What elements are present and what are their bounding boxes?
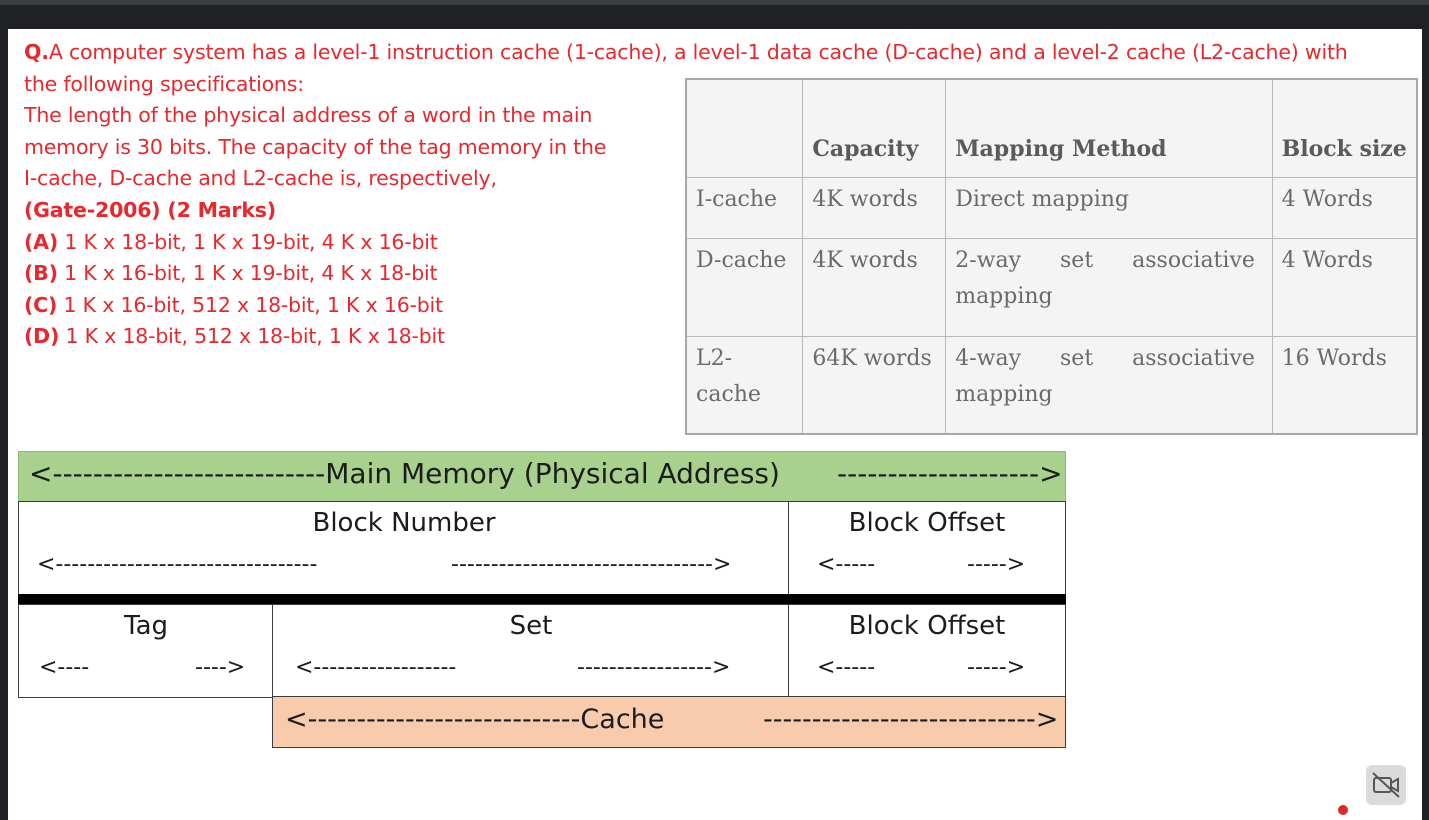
table-cell: 4K words xyxy=(802,176,947,239)
block-offset-field-1: Block Offset <----- -----> xyxy=(788,501,1066,595)
set-field: Set <------------------ ----------------… xyxy=(272,604,790,698)
question-line-2: the following specifications: xyxy=(24,71,304,96)
question-line-5: I-cache, D-cache and L2-cache is, respec… xyxy=(24,166,497,191)
table-header-cell: Mapping Method xyxy=(945,78,1273,178)
main-memory-banner: <---------------------------Main Memory … xyxy=(18,451,1066,503)
cache-label: <----------------------------Cache xyxy=(285,704,665,735)
record-dot-icon xyxy=(1338,805,1348,815)
table-cell: 4-way set associative mapping xyxy=(945,335,1273,435)
block-number-arrow-right: ---------------------------------> xyxy=(451,552,732,577)
table-cell: I-cache xyxy=(685,176,804,239)
block-offset-label: Block Offset xyxy=(848,508,1006,538)
camera-off-icon[interactable] xyxy=(1366,765,1406,805)
table-cell: 4 Words xyxy=(1271,237,1418,337)
question-line-1: Q.A computer system has a level-1 instru… xyxy=(24,40,1348,64)
question-line-3: The length of the physical address of a … xyxy=(24,103,593,128)
block-offset-field-2: Block Offset <----- -----> xyxy=(788,604,1066,698)
table-cell: Direct mapping xyxy=(945,176,1273,239)
table-row: D-cache 4K words 2-way set associative m… xyxy=(685,237,1418,337)
block-offset-arrow-left: <----- xyxy=(817,552,876,577)
option-a: (A) 1 K x 18-bit, 1 K x 19-bit, 4 K x 16… xyxy=(24,229,438,254)
tag-arrow-right: ----> xyxy=(195,655,246,680)
table-cell: 64K words xyxy=(802,335,947,435)
table-header-cell xyxy=(685,78,804,178)
separator-bar xyxy=(18,594,1066,604)
question-source: (Gate-2006) (2 Marks) xyxy=(24,197,276,222)
tag-arrow-left: <---- xyxy=(39,655,90,680)
table-header-cell: Capacity xyxy=(802,78,947,178)
question-text: Q.A computer system has a level-1 instru… xyxy=(24,37,1414,353)
table-cell: 2-way set associative mapping xyxy=(945,237,1273,337)
tag-label: Tag xyxy=(123,611,168,641)
table-row: I-cache 4K words Direct mapping 4 Words xyxy=(685,176,1418,239)
main-memory-arrow-right: --------------------> xyxy=(837,457,1063,490)
main-memory-label: <---------------------------Main Memory … xyxy=(29,457,780,490)
block-offset-arrow-right: -----> xyxy=(967,552,1026,577)
slide-canvas: Q.A computer system has a level-1 instru… xyxy=(8,29,1422,820)
table-cell: L2-cache xyxy=(685,335,804,435)
block-number-arrow-left: <--------------------------------- xyxy=(37,552,318,577)
question-prefix: Q. xyxy=(24,40,49,64)
cache-spec-table: Capacity Mapping Method Block size I-cac… xyxy=(685,78,1418,435)
question-line-4: memory is 30 bits. The capacity of the t… xyxy=(24,134,607,159)
option-c: (C) 1 K x 16-bit, 512 x 18-bit, 1 K x 16… xyxy=(24,292,443,317)
option-d: (D) 1 K x 18-bit, 512 x 18-bit, 1 K x 18… xyxy=(24,324,445,349)
set-arrow-right: -----------------> xyxy=(577,655,731,680)
cache-banner: <----------------------------Cache -----… xyxy=(272,696,1066,748)
table-cell: D-cache xyxy=(685,237,804,337)
table-cell: 4K words xyxy=(802,237,947,337)
table-row: L2-cache 64K words 4-way set associative… xyxy=(685,335,1418,435)
block-offset-arrow-right: -----> xyxy=(967,655,1026,680)
tag-field: Tag <---- ----> xyxy=(18,604,274,698)
table-header-row: Capacity Mapping Method Block size xyxy=(685,78,1418,178)
table-cell: 4 Words xyxy=(1271,176,1418,239)
block-number-label: Block Number xyxy=(312,508,496,538)
table-cell: 16 Words xyxy=(1271,335,1418,435)
block-offset-label: Block Offset xyxy=(848,611,1006,641)
cache-arrow-right: ----------------------------> xyxy=(763,704,1059,735)
block-number-field: Block Number <--------------------------… xyxy=(18,501,790,595)
window-top-bar xyxy=(0,0,1429,5)
block-offset-arrow-left: <----- xyxy=(817,655,876,680)
table-header-cell: Block size xyxy=(1271,78,1418,178)
set-arrow-left: <------------------ xyxy=(295,655,457,680)
set-label: Set xyxy=(509,611,553,641)
option-b: (B) 1 K x 16-bit, 1 K x 19-bit, 4 K x 18… xyxy=(24,261,438,286)
